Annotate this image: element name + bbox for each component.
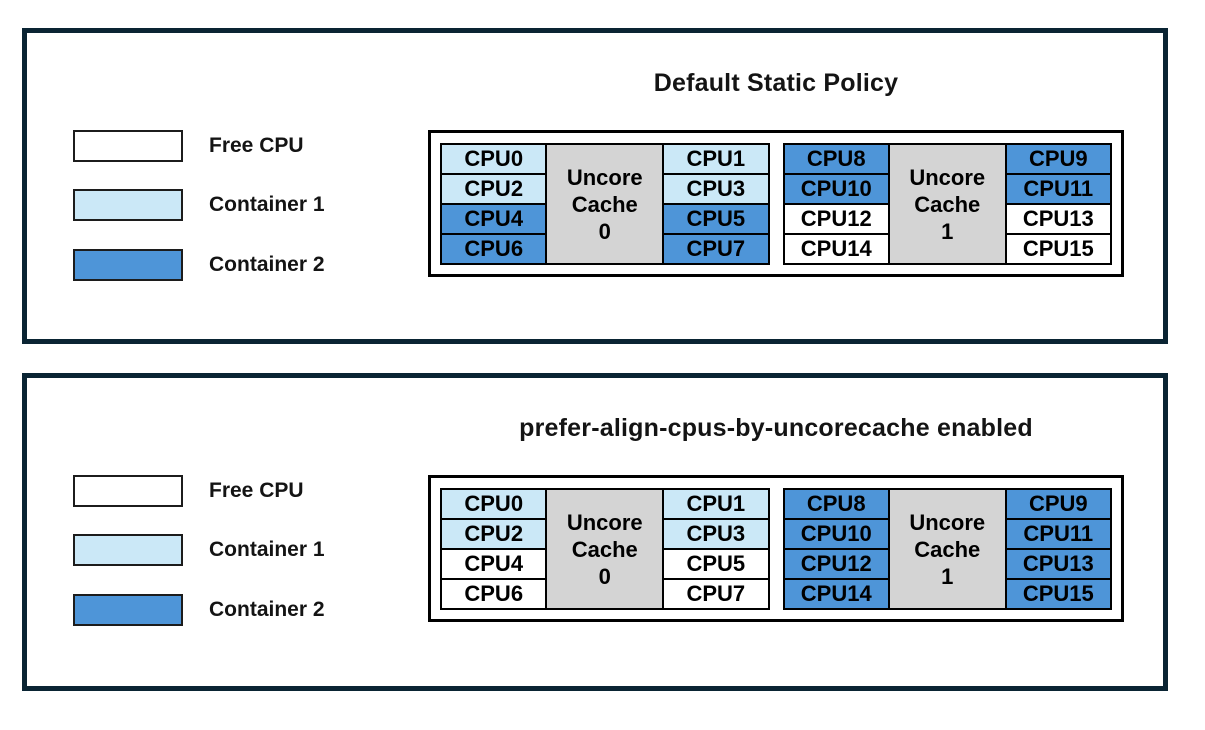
- cpu-column-left: CPU0 CPU2 CPU4 CPU6: [440, 143, 548, 265]
- cpu-topology-diagram: CPU0 CPU2 CPU4 CPU6 Uncore Cache 0 CPU1 …: [428, 130, 1124, 277]
- uncore-group-1: CPU8 CPU10 CPU12 CPU14 Uncore Cache 1 CP…: [782, 143, 1113, 265]
- cpu-cell-cpu2: CPU2: [440, 518, 548, 550]
- legend-label-container-1: Container 1: [209, 538, 325, 561]
- cpu-cell-cpu11: CPU11: [1004, 173, 1113, 205]
- cpu-cell-cpu6: CPU6: [440, 233, 548, 265]
- legend-swatch-container-2: [73, 594, 183, 626]
- cpu-cell-cpu11: CPU11: [1004, 518, 1113, 550]
- cpu-cell-cpu12: CPU12: [782, 203, 890, 235]
- uncore-group-1: CPU8 CPU10 CPU12 CPU14 Uncore Cache 1 CP…: [782, 488, 1113, 610]
- legend-label-container-1: Container 1: [209, 193, 325, 216]
- legend-label-free-cpu: Free CPU: [209, 479, 304, 502]
- cpu-cell-cpu0: CPU0: [440, 488, 548, 520]
- legend-swatch-container-2: [73, 249, 183, 281]
- legend-item-container-1: Container 1: [73, 534, 325, 566]
- legend-swatch-free-cpu: [73, 130, 183, 162]
- legend-item-container-1: Container 1: [73, 189, 325, 221]
- legend-swatch-container-1: [73, 189, 183, 221]
- cpu-cell-cpu3: CPU3: [662, 518, 770, 550]
- cpu-column-right: CPU1 CPU3 CPU5 CPU7: [662, 488, 770, 610]
- cpu-cell-cpu15: CPU15: [1004, 233, 1113, 265]
- cpu-column-right: CPU9 CPU11 CPU13 CPU15: [1004, 488, 1113, 610]
- cpu-topology-diagram: CPU0 CPU2 CPU4 CPU6 Uncore Cache 0 CPU1 …: [428, 475, 1124, 622]
- uncore-cache-0-box: Uncore Cache 0: [545, 143, 665, 265]
- panel-title: prefer-align-cpus-by-uncorecache enabled: [519, 414, 1033, 442]
- cpu-cell-cpu2: CPU2: [440, 173, 548, 205]
- cpu-cell-cpu0: CPU0: [440, 143, 548, 175]
- panel-default-static-policy: Default Static Policy Free CPU Container…: [22, 28, 1168, 344]
- cpu-cell-cpu12: CPU12: [782, 548, 890, 580]
- cpu-cell-cpu6: CPU6: [440, 578, 548, 610]
- cpu-cell-cpu14: CPU14: [782, 578, 890, 610]
- cpu-cell-cpu3: CPU3: [662, 173, 770, 205]
- cpu-cell-cpu4: CPU4: [440, 548, 548, 580]
- legend-item-container-2: Container 2: [73, 594, 325, 626]
- cpu-column-right: CPU9 CPU11 CPU13 CPU15: [1004, 143, 1113, 265]
- panel-uncorecache-enabled: prefer-align-cpus-by-uncorecache enabled…: [22, 373, 1168, 691]
- cpu-cell-cpu1: CPU1: [662, 143, 770, 175]
- uncore-group-0: CPU0 CPU2 CPU4 CPU6 Uncore Cache 0 CPU1 …: [440, 143, 770, 265]
- legend-item-free-cpu: Free CPU: [73, 475, 304, 507]
- cpu-cell-cpu4: CPU4: [440, 203, 548, 235]
- cpu-cell-cpu15: CPU15: [1004, 578, 1113, 610]
- panel-title: Default Static Policy: [653, 69, 899, 97]
- cpu-cell-cpu10: CPU10: [782, 173, 890, 205]
- cpu-cell-cpu5: CPU5: [662, 548, 770, 580]
- uncore-cache-1-box: Uncore Cache 1: [887, 488, 1007, 610]
- cpu-column-left: CPU0 CPU2 CPU4 CPU6: [440, 488, 548, 610]
- legend-label-container-2: Container 2: [209, 598, 325, 621]
- cpu-cell-cpu10: CPU10: [782, 518, 890, 550]
- uncore-cache-0-box: Uncore Cache 0: [545, 488, 665, 610]
- uncore-cache-1-box: Uncore Cache 1: [887, 143, 1007, 265]
- cpu-cell-cpu9: CPU9: [1004, 488, 1113, 520]
- cpu-cell-cpu14: CPU14: [782, 233, 890, 265]
- legend-item-container-2: Container 2: [73, 249, 325, 281]
- legend-swatch-container-1: [73, 534, 183, 566]
- legend-label-container-2: Container 2: [209, 253, 325, 276]
- uncore-group-0: CPU0 CPU2 CPU4 CPU6 Uncore Cache 0 CPU1 …: [440, 488, 770, 610]
- legend-label-free-cpu: Free CPU: [209, 134, 304, 157]
- cpu-cell-cpu8: CPU8: [782, 143, 890, 175]
- cpu-cell-cpu13: CPU13: [1004, 548, 1113, 580]
- cpu-cell-cpu7: CPU7: [662, 233, 770, 265]
- cpu-cell-cpu1: CPU1: [662, 488, 770, 520]
- cpu-cell-cpu13: CPU13: [1004, 203, 1113, 235]
- cpu-cell-cpu9: CPU9: [1004, 143, 1113, 175]
- cpu-cell-cpu8: CPU8: [782, 488, 890, 520]
- legend-item-free-cpu: Free CPU: [73, 130, 304, 162]
- cpu-column-left: CPU8 CPU10 CPU12 CPU14: [782, 488, 890, 610]
- cpu-cell-cpu7: CPU7: [662, 578, 770, 610]
- cpu-column-left: CPU8 CPU10 CPU12 CPU14: [782, 143, 890, 265]
- cpu-cell-cpu5: CPU5: [662, 203, 770, 235]
- legend-swatch-free-cpu: [73, 475, 183, 507]
- cpu-column-right: CPU1 CPU3 CPU5 CPU7: [662, 143, 770, 265]
